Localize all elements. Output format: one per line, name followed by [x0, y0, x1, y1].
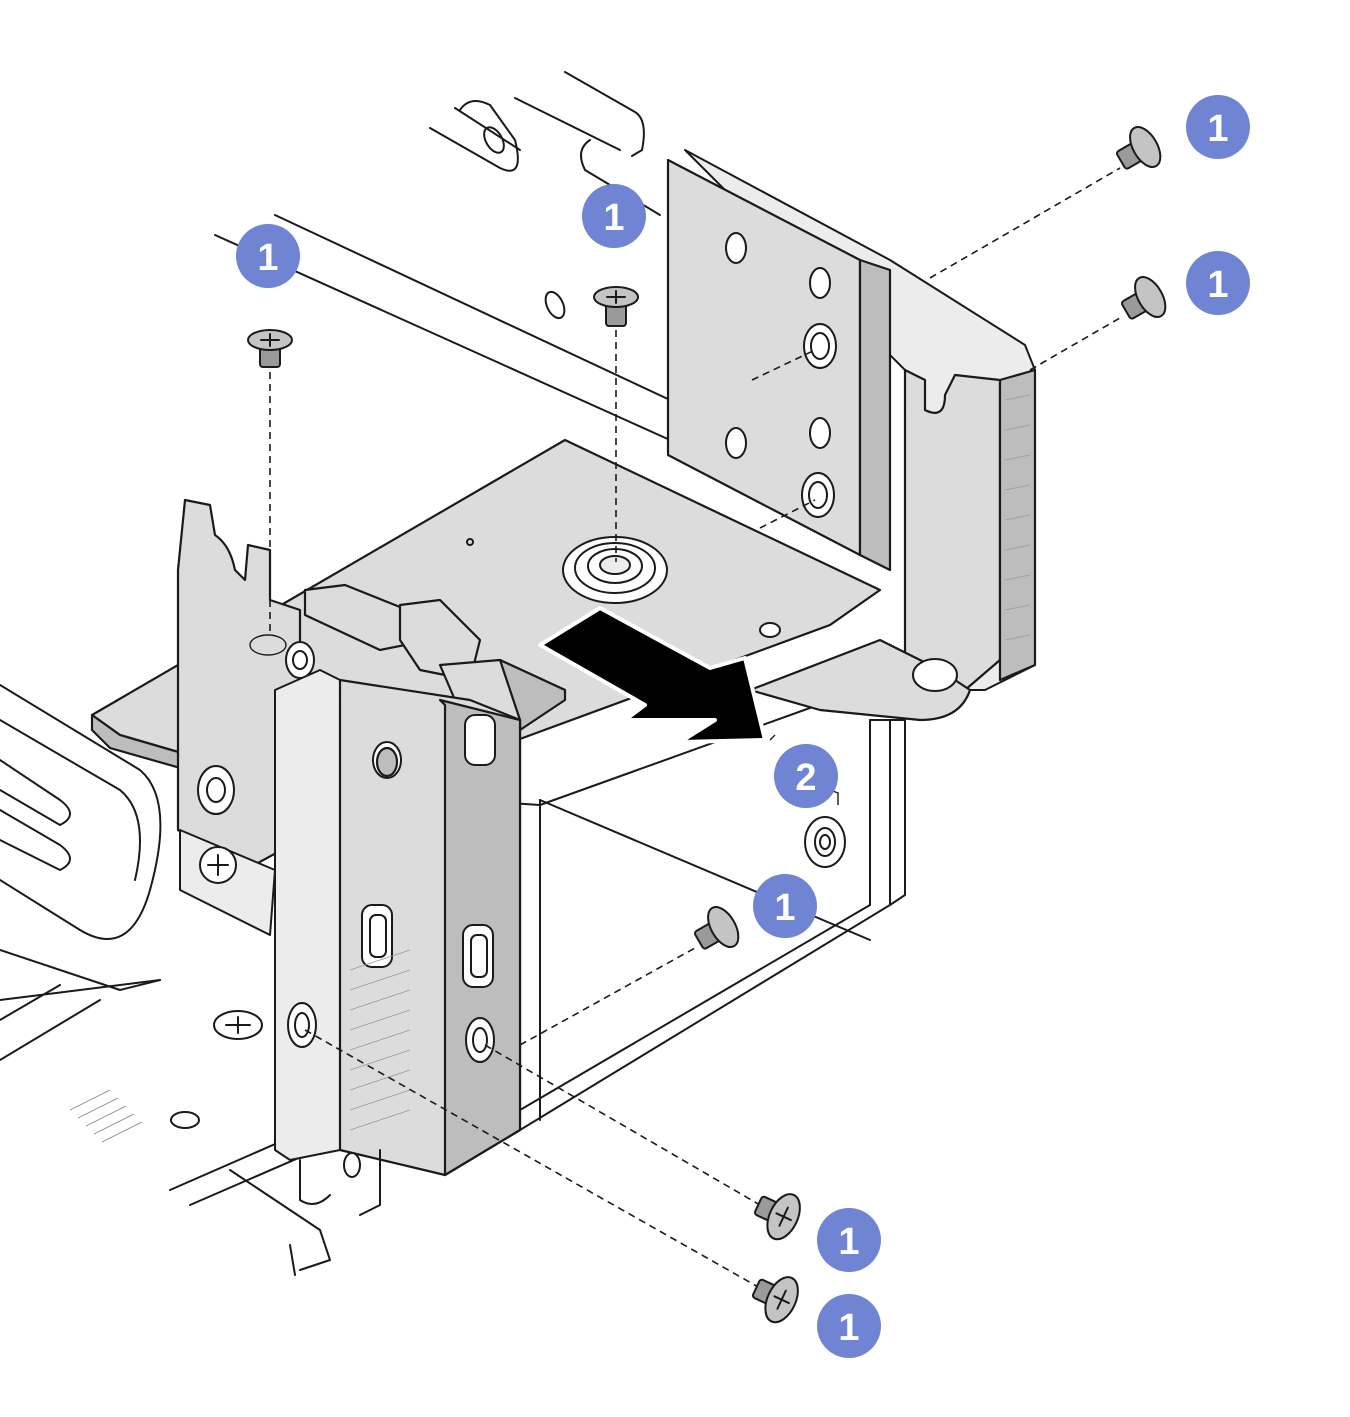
screw-icon	[593, 286, 639, 327]
step-callout-icon: 2	[774, 744, 838, 808]
step-callout-icon: 1	[582, 184, 646, 248]
chassis-background	[0, 71, 671, 1276]
callout-label: 1	[838, 1221, 859, 1263]
callout-label: 1	[603, 197, 624, 239]
callout-label: 1	[774, 887, 795, 929]
callout-label: 1	[838, 1307, 859, 1349]
rail-hatch	[349, 949, 411, 1131]
screw-icon	[1121, 276, 1167, 320]
right-bracket	[666, 149, 1037, 722]
step-callout-icon: 1	[236, 224, 300, 288]
screw-icon	[752, 1276, 799, 1324]
screw-icon	[694, 906, 740, 950]
step-callout-icon: 1	[1186, 95, 1250, 159]
step-callout-icon: 1	[1186, 251, 1250, 315]
callout-label: 1	[1207, 264, 1228, 306]
callout-label: 1	[257, 237, 278, 279]
callout-label: 1	[1207, 108, 1228, 150]
screws	[247, 126, 1167, 1324]
alignment-lines	[269, 167, 1121, 1289]
callout-label: 2	[795, 757, 816, 799]
latch-assembly	[285, 583, 567, 732]
direction-arrow-icon	[538, 606, 767, 744]
bracket-hatch	[1004, 394, 1031, 641]
chassis-frame	[519, 719, 906, 1131]
step-callout-icon: 1	[817, 1208, 881, 1272]
callouts: 1 1 1 1 2 1 1 1	[236, 95, 1250, 1358]
screw-icon	[1116, 126, 1162, 170]
step-callout-icon: 1	[817, 1294, 881, 1358]
hatch-pattern	[69, 1089, 143, 1143]
screw-icon	[247, 329, 293, 368]
screw-icon	[754, 1193, 801, 1241]
step-callout-icon: 1	[753, 874, 817, 938]
front-rail	[274, 669, 522, 1216]
